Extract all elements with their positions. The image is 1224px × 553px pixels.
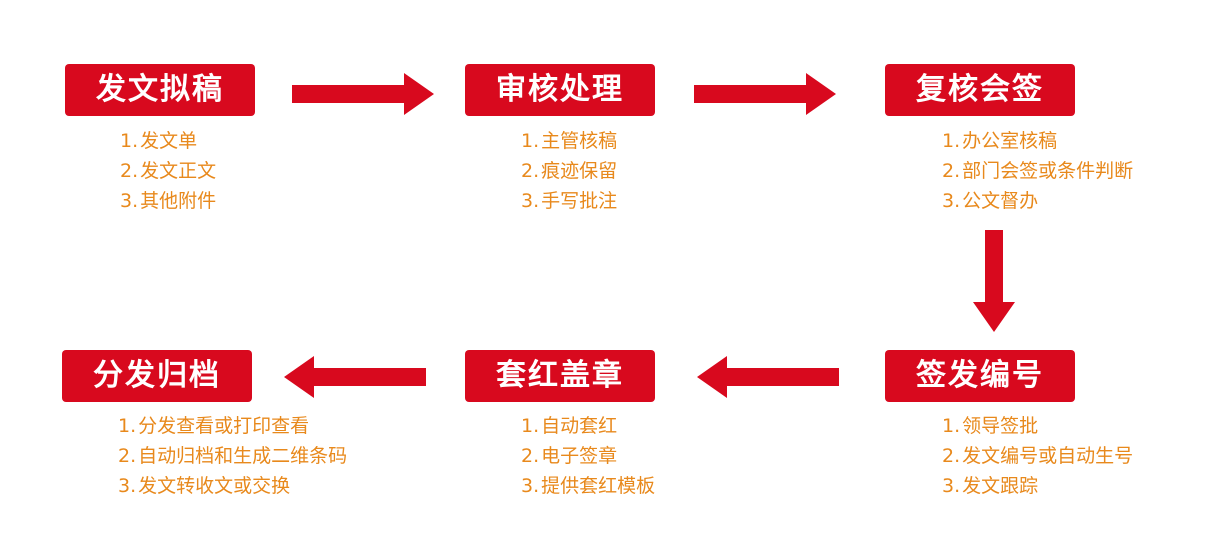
step-list-stamp: 1.自动套红 2.电子签章 3.提供套红模板 xyxy=(521,411,655,501)
list-item: 3.其他附件 xyxy=(120,190,217,212)
list-item: 2.自动归档和生成二维条码 xyxy=(118,445,348,467)
arrow-right-1 xyxy=(292,73,434,115)
arrow-left-2 xyxy=(284,356,426,398)
list-item: 2.电子签章 xyxy=(521,445,618,467)
list-item: 1.自动套红 xyxy=(521,415,618,437)
list-item: 1.发文单 xyxy=(120,130,198,152)
step-list-distribute-archive: 1.分发查看或打印查看 2.自动归档和生成二维条码 3.发文转收文或交换 xyxy=(118,411,347,501)
arrow-right-2 xyxy=(694,73,836,115)
list-item: 3.提供套红模板 xyxy=(521,475,656,497)
list-item: 3.公文督办 xyxy=(942,190,1039,212)
step-box-stamp: 套红盖章 xyxy=(465,350,655,402)
arrow-down xyxy=(973,230,1015,332)
list-item: 1.分发查看或打印查看 xyxy=(118,415,310,437)
list-item: 2.发文编号或自动生号 xyxy=(942,445,1134,467)
step-list-issue-number: 1.领导签批 2.发文编号或自动生号 3.发文跟踪 xyxy=(942,411,1133,501)
step-box-draft: 发文拟稿 xyxy=(65,64,255,116)
list-item: 1.主管核稿 xyxy=(521,130,618,152)
list-item: 1.领导签批 xyxy=(942,415,1039,437)
step-box-distribute-archive: 分发归档 xyxy=(62,350,252,402)
list-item: 2.发文正文 xyxy=(120,160,217,182)
step-box-review: 审核处理 xyxy=(465,64,655,116)
step-box-countersign: 复核会签 xyxy=(885,64,1075,116)
list-item: 3.发文转收文或交换 xyxy=(118,475,291,497)
list-item: 2.部门会签或条件判断 xyxy=(942,160,1134,182)
step-list-draft: 1.发文单 2.发文正文 3.其他附件 xyxy=(120,126,216,216)
step-list-review: 1.主管核稿 2.痕迹保留 3.手写批注 xyxy=(521,126,617,216)
step-box-issue-number: 签发编号 xyxy=(885,350,1075,402)
list-item: 3.发文跟踪 xyxy=(942,475,1039,497)
list-item: 1.办公室核稿 xyxy=(942,130,1058,152)
list-item: 3.手写批注 xyxy=(521,190,618,212)
list-item: 2.痕迹保留 xyxy=(521,160,618,182)
step-list-countersign: 1.办公室核稿 2.部门会签或条件判断 3.公文督办 xyxy=(942,126,1133,216)
arrow-left-1 xyxy=(697,356,839,398)
